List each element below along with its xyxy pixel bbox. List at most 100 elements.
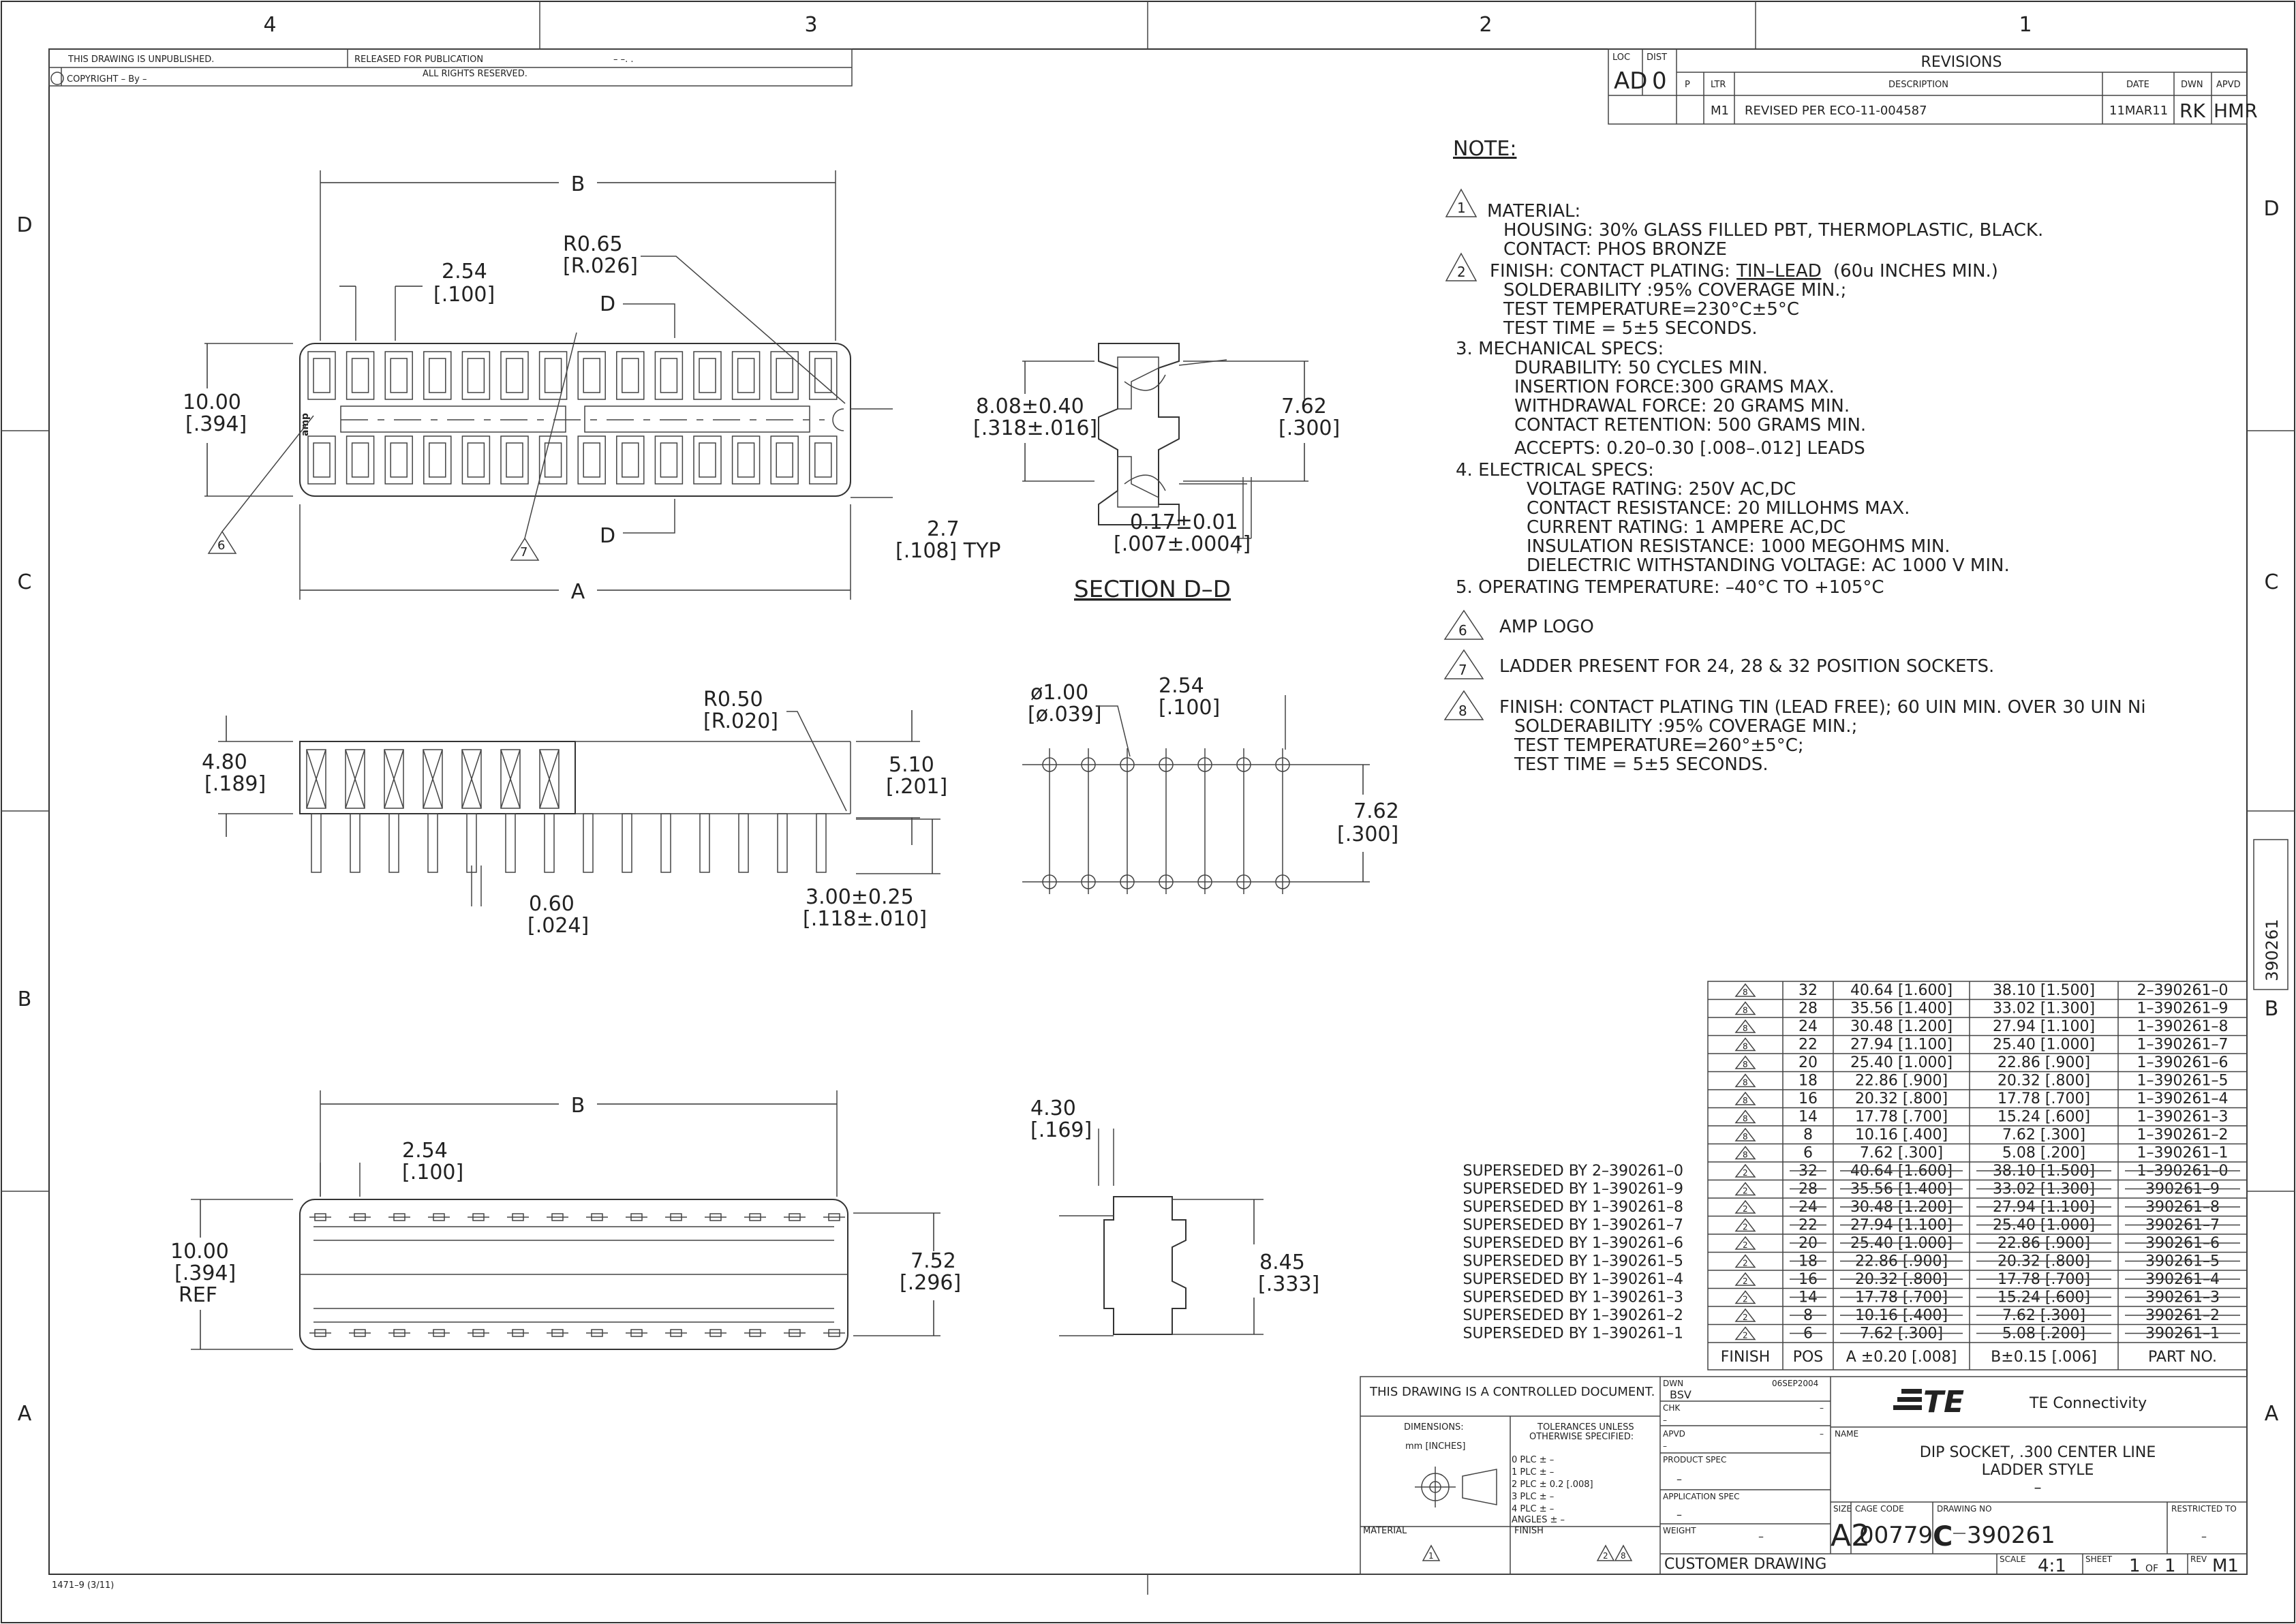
tolerance-angles: ANGLES ± – (1512, 1515, 1565, 1525)
contact-pocket-inner (622, 358, 639, 393)
contact-pocket-inner (660, 442, 678, 478)
name-label: NAME (1835, 1429, 1858, 1439)
contact-pocket-inner (737, 358, 755, 393)
note-flag-1 (1445, 188, 1478, 217)
part-number-cell: 1–390261–3 (2137, 1109, 2229, 1126)
dim-contact-thick-in: [.007±.0004] (1114, 532, 1251, 556)
dim-profile-in: [.169] (1030, 1118, 1092, 1142)
pin-tail (311, 813, 322, 873)
contact-pocket-inner (429, 442, 446, 478)
note-flag-2 (1445, 252, 1478, 281)
rev-value: M1 (2212, 1556, 2239, 1576)
note-flag-7-num: 7 (1458, 662, 1467, 678)
pin-tail (583, 813, 594, 873)
dim-pin-length-in: [.118±.010] (803, 907, 927, 931)
note-6: AMP LOGO (1499, 617, 1594, 637)
contact-pocket-inner (313, 358, 331, 393)
dim-row-spacing-in: [.300] (1279, 416, 1340, 440)
note-4a: VOLTAGE RATING: 250V AC,DC (1527, 479, 1796, 500)
pin-tail (699, 813, 710, 873)
contact-pocket-inner (506, 358, 523, 393)
part-number-cell: 1–390261–4 (2137, 1090, 2229, 1107)
zone-top-3: 3 (804, 13, 817, 37)
finish-flag (1734, 1272, 1756, 1286)
pin-cavity (461, 749, 482, 809)
dim-a-cell: 27.94 [1.100] (1850, 1037, 1953, 1054)
dwn-date: 06SEP2004 (1772, 1379, 1818, 1388)
dim-pcb-row-mm: 7.62 (1353, 799, 1399, 823)
finish-flag (1734, 1055, 1756, 1069)
note-8b: TEST TEMPERATURE=260°±5°C; (1514, 735, 1804, 756)
dim-b-cell: 33.02 [1.300] (1993, 1000, 2095, 1017)
dim-pcb-pitch-mm: 2.54 (1159, 674, 1204, 698)
dim-bottom-pitch-mm: 2.54 (402, 1139, 448, 1163)
dim-section-width-mm: 8.08±0.40 (976, 395, 1084, 418)
dim-a-cell: 7.62 [.300] (1860, 1145, 1943, 1162)
dim-a-cell: 17.78 [.700] (1855, 1109, 1948, 1126)
apvd-label: APVD (1663, 1429, 1685, 1439)
revisions-title: REVISIONS (1921, 54, 2002, 71)
dim-width-in: [.394] (185, 412, 247, 436)
part-number-cell: 2–390261–0 (2137, 982, 2229, 999)
dim-r065-mm: R0.65 (563, 232, 623, 256)
dim-b-cell: 22.86 [.900] (1997, 1054, 2090, 1071)
polarization-notch (832, 408, 844, 431)
note-2-underlined: TIN–LEAD (1736, 261, 1822, 281)
pos-cell: 6 (1803, 1145, 1813, 1162)
note-4: 4. ELECTRICAL SPECS: (1456, 460, 1654, 480)
pin-tail (777, 813, 788, 873)
dim-pcb-row-in: [.300] (1337, 823, 1398, 846)
zone-right-a: A (2265, 1402, 2279, 1426)
section-mark-d-bottom: D (600, 524, 615, 548)
contact-pocket (654, 435, 684, 485)
scale-label: SCALE (2000, 1554, 2025, 1564)
pos-cell: 18 (1798, 1073, 1818, 1090)
side-view: 4.80 [.189] R0.50 [R.020] 5.10 [.201] 0.… (202, 688, 947, 938)
part-number-cell: 1–390261–1 (2137, 1145, 2229, 1162)
form-number: 1471–9 (3/11) (52, 1580, 114, 1591)
superseded-note: SUPERSEDED BY 1–390261–1 (1463, 1326, 1683, 1343)
dim-b-cell: 27.94 [1.100] (1993, 1018, 2095, 1035)
unpublished-text: THIS DRAWING IS UNPUBLISHED. (67, 55, 214, 65)
dim-pin-width-in: [.024] (527, 914, 589, 938)
table-frame (1707, 981, 2248, 1370)
note-2-rest: (60u INCHES MIN.) (1833, 261, 1998, 281)
dim-r050-in: [R.020] (703, 709, 778, 733)
note-8: FINISH: CONTACT PLATING TIN (LEAD FREE);… (1499, 697, 2146, 718)
dim-bottom-inner-in: [.296] (900, 1271, 961, 1295)
finish-flag (1734, 1236, 1756, 1250)
controlled-doc-text: THIS DRAWING IS A CONTROLLED DOCUMENT. (1369, 1385, 1655, 1399)
title-block (1360, 1376, 2248, 1575)
note-3c: WITHDRAWAL FORCE: 20 GRAMS MIN. (1514, 396, 1850, 416)
contact-pocket-inner (506, 442, 523, 478)
superseded-note: SUPERSEDED BY 1–390261–5 (1463, 1253, 1683, 1270)
dim-b-bottom: B (571, 1094, 585, 1118)
dim-a-cell: 40.64 [1.600] (1850, 982, 1953, 999)
contact-pocket (538, 435, 568, 485)
finish-flag-num: 2 (1743, 1223, 1748, 1232)
tolerance-title-2: OTHERWISE SPECIFIED: (1529, 1432, 1634, 1442)
app-spec-value: – (1677, 1508, 1682, 1521)
pin-tail (816, 813, 827, 873)
tolerance-title-1: TOLERANCES UNLESS (1537, 1422, 1634, 1433)
note-flag-8-num: 8 (1458, 703, 1467, 719)
part-number-cell: 1–390261–5 (2137, 1073, 2229, 1090)
restricted-label: RESTRICTED TO (2171, 1504, 2237, 1514)
finish-flag-num: 2 (1743, 1240, 1748, 1250)
finish-label: FINISH (1514, 1526, 1544, 1536)
note-flag-6 (1443, 609, 1484, 640)
rev-col-desc: DESCRIPTION (1888, 80, 1948, 90)
part-number-cell: 1–390261–2 (2137, 1127, 2229, 1144)
note-8a: SOLDERABILITY :95% COVERAGE MIN.; (1514, 716, 1857, 737)
title-line-1: DIP SOCKET, .300 CENTER LINE (1920, 1444, 2156, 1461)
finish-flag (1734, 1091, 1756, 1105)
contact-pocket-inner (583, 442, 600, 478)
pin-crosshatch (539, 749, 560, 809)
dim-row-spacing-mm: 7.62 (1281, 395, 1327, 418)
pin-crosshatch (500, 749, 521, 809)
dim-a-cell: 25.40 [1.000] (1850, 1054, 1953, 1071)
company-name: TE Connectivity (2029, 1395, 2147, 1412)
material-flag-num: 1 (1428, 1551, 1434, 1561)
